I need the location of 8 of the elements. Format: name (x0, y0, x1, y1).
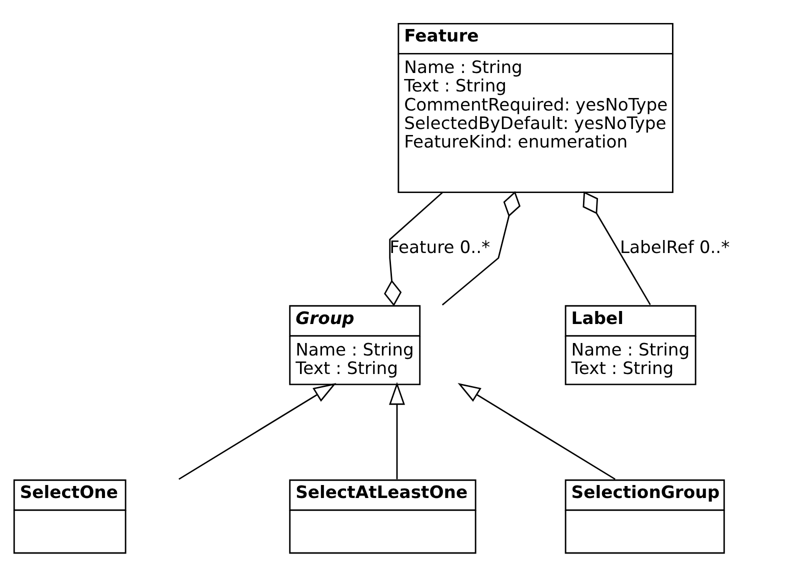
arrow (389, 381, 405, 479)
arrow (178, 382, 336, 480)
connector (442, 190, 521, 306)
edge-label: Feature 0..* (390, 238, 490, 258)
arrow (458, 382, 616, 480)
connector (582, 190, 651, 305)
edge-label: LabelRef 0..* (620, 238, 730, 258)
connector (384, 191, 443, 306)
